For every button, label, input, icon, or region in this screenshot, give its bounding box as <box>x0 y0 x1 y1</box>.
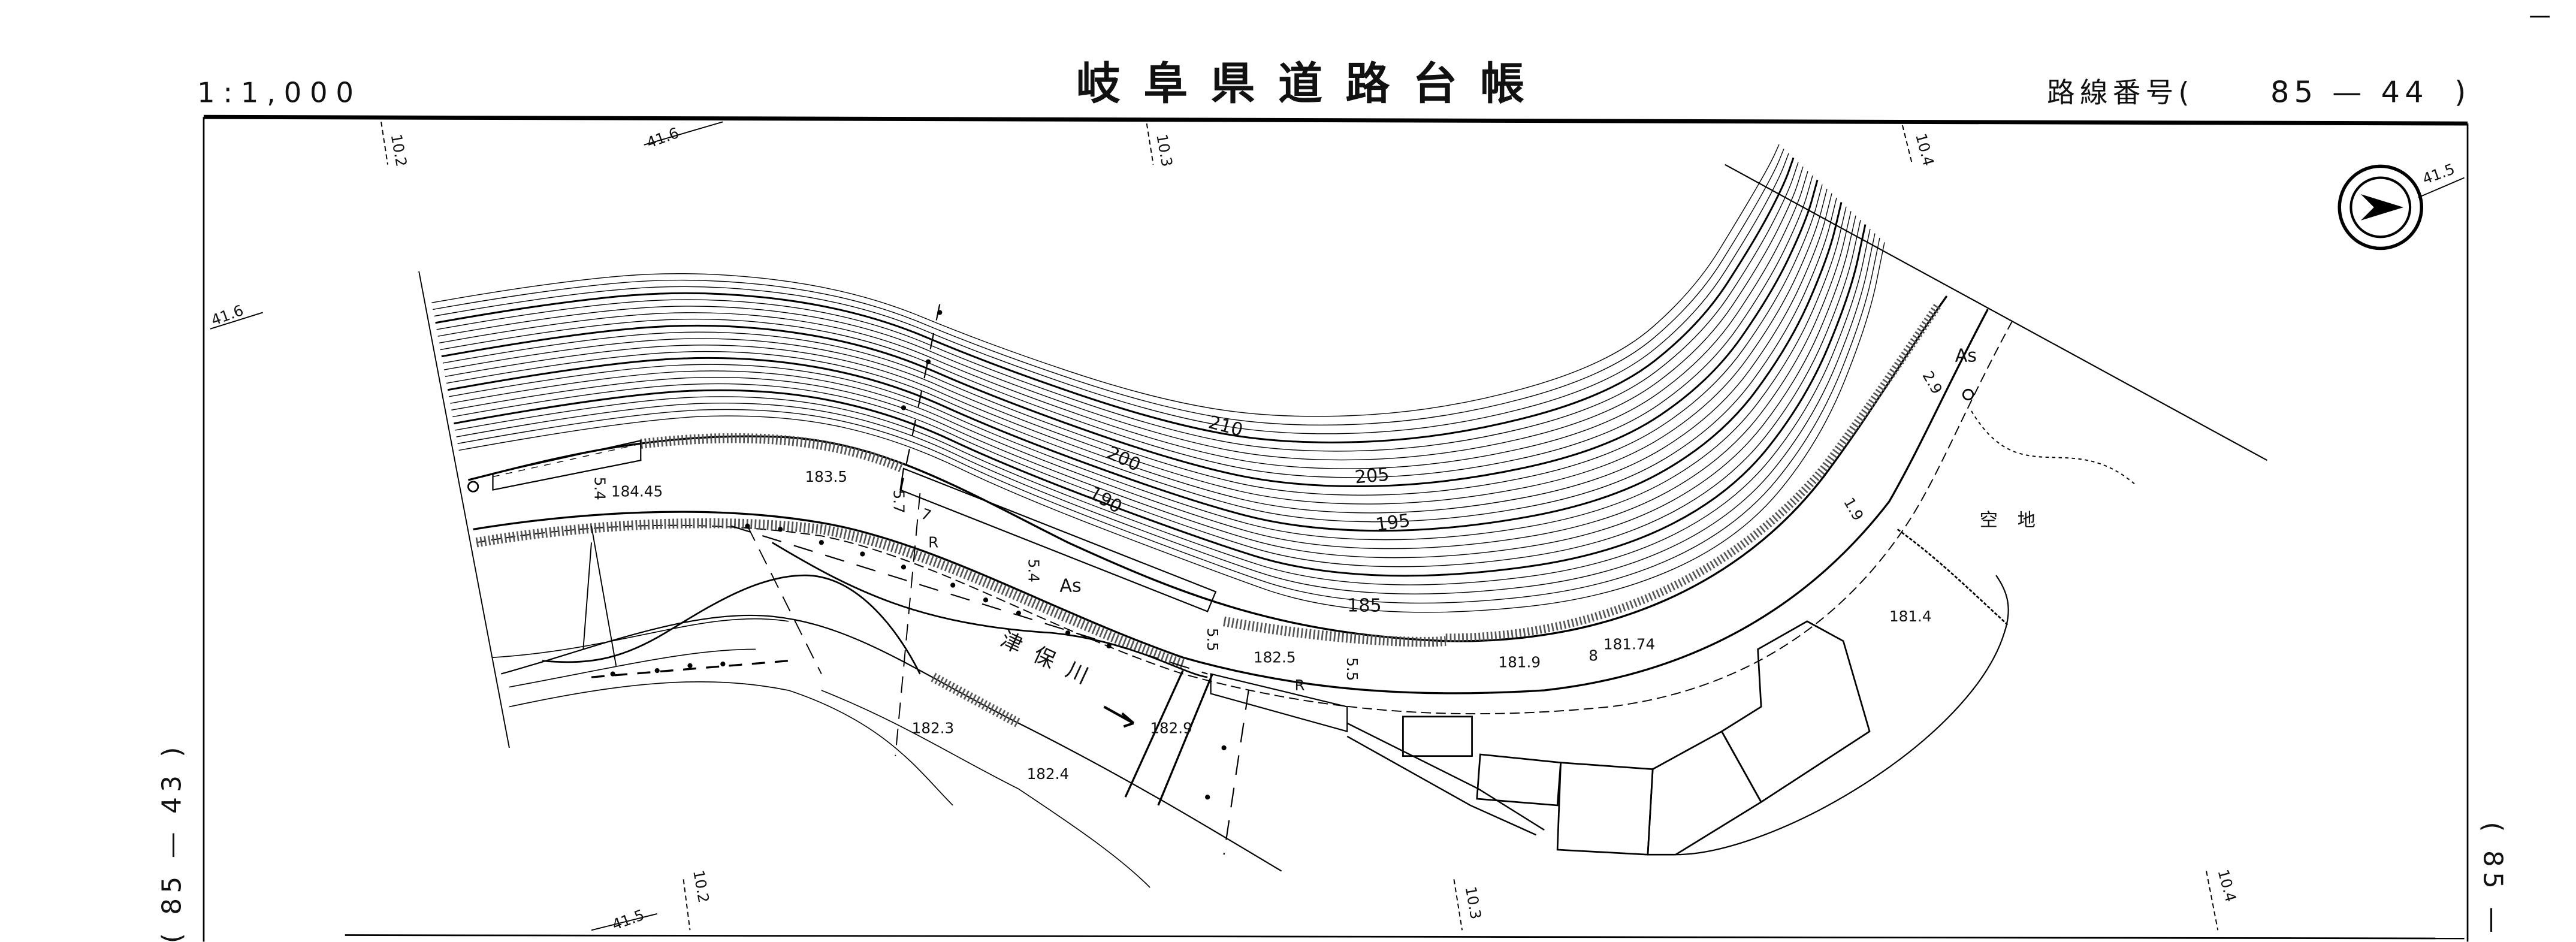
width-label: 5.5 <box>1204 628 1221 651</box>
contour-label: 195 <box>1375 510 1412 536</box>
contour-line <box>450 211 1852 550</box>
contour-label: 185 <box>1347 595 1382 616</box>
grid-label: 10.4 <box>1912 131 1937 168</box>
contour-line <box>434 153 1789 434</box>
buildings <box>1402 575 2009 856</box>
guardrail-label: R <box>928 533 938 551</box>
width-label: 2.9 <box>1919 368 1946 397</box>
elevation-label: 181.4 <box>1889 608 1932 625</box>
contour-line <box>455 228 1871 585</box>
contour-line <box>441 179 1819 488</box>
contour-line <box>456 233 1876 594</box>
map-frame <box>203 16 2550 942</box>
route-label: 路線番号( <box>2047 76 2194 108</box>
contour-line <box>452 220 1861 567</box>
survey-points <box>467 310 1974 800</box>
contour-line <box>436 162 1799 452</box>
width-label: 1.9 <box>1840 494 1867 523</box>
elevation-label: 182.5 <box>1254 648 1296 666</box>
adjacent-sheet-right[interactable]: ( 85 — <box>2477 822 2508 938</box>
width-label: 5.5 <box>1343 657 1361 681</box>
elevation-label: 182.9 <box>1150 719 1192 736</box>
grid-label: 10.3 <box>1462 885 1485 920</box>
adjacent-sheet-left[interactable]: ( 85 — 43 ) <box>157 742 188 942</box>
grid-label: 10.2 <box>690 869 712 904</box>
north-arrow-icon <box>2338 164 2424 250</box>
grid-label: 10.2 <box>388 132 410 168</box>
contour-label: 190 <box>1085 482 1125 518</box>
grid-label: 41.6 <box>644 124 681 152</box>
contour-line <box>449 206 1847 541</box>
contour-line <box>440 175 1813 478</box>
road <box>467 164 2268 715</box>
grid-label: 41.5 <box>610 906 647 934</box>
pavement-label: As <box>1955 346 1977 367</box>
map-title: 岐阜県道路台帳 <box>1076 58 1548 110</box>
grid-label: 10.3 <box>1153 132 1176 168</box>
contour-line <box>442 184 1823 496</box>
elevation-label: 181.9 <box>1498 654 1541 671</box>
elevation-label: 181.74 <box>1603 635 1655 653</box>
contour-label: 210 <box>1206 412 1245 441</box>
elevation-label: 182.4 <box>1027 765 1070 783</box>
contour-line <box>446 197 1837 523</box>
grid-ticks <box>210 121 2465 931</box>
contour-line <box>431 144 1780 417</box>
route-close: ) <box>2454 74 2466 109</box>
route-number: 85 — 44 <box>2270 74 2429 109</box>
contour-lines <box>431 144 1885 613</box>
river <box>418 271 1545 888</box>
lane-label: 8 <box>1589 647 1598 665</box>
contour-line <box>443 189 1828 505</box>
contour-line <box>433 149 1784 425</box>
lane-label: 7 <box>919 505 934 525</box>
width-label: 5.7 <box>890 490 907 514</box>
elevation-label: 183.5 <box>805 468 847 485</box>
elevation-label: 184.45 <box>611 482 663 500</box>
vacant-lot-label: 空地 <box>1980 510 2055 531</box>
contour-line <box>435 157 1795 443</box>
contour-line <box>457 237 1880 604</box>
contour-line <box>454 224 1867 577</box>
contour-line <box>451 215 1856 558</box>
scale-label: 1:1,000 <box>197 76 362 108</box>
contour-line <box>458 242 1885 613</box>
contour-label: 205 <box>1354 464 1390 488</box>
elevation-label: 182.3 <box>912 719 955 736</box>
contour-line <box>439 171 1808 469</box>
width-label: 5.4 <box>1025 559 1042 582</box>
pavement-label: As <box>1059 576 1081 597</box>
width-label: 5.4 <box>591 477 608 500</box>
guardrail-label: R <box>1294 677 1304 694</box>
contour-line <box>447 202 1843 532</box>
grid-label: 10.4 <box>2215 868 2240 904</box>
grid-label: 41.6 <box>209 301 246 329</box>
contour-line <box>437 166 1804 461</box>
contour-line <box>445 193 1832 514</box>
